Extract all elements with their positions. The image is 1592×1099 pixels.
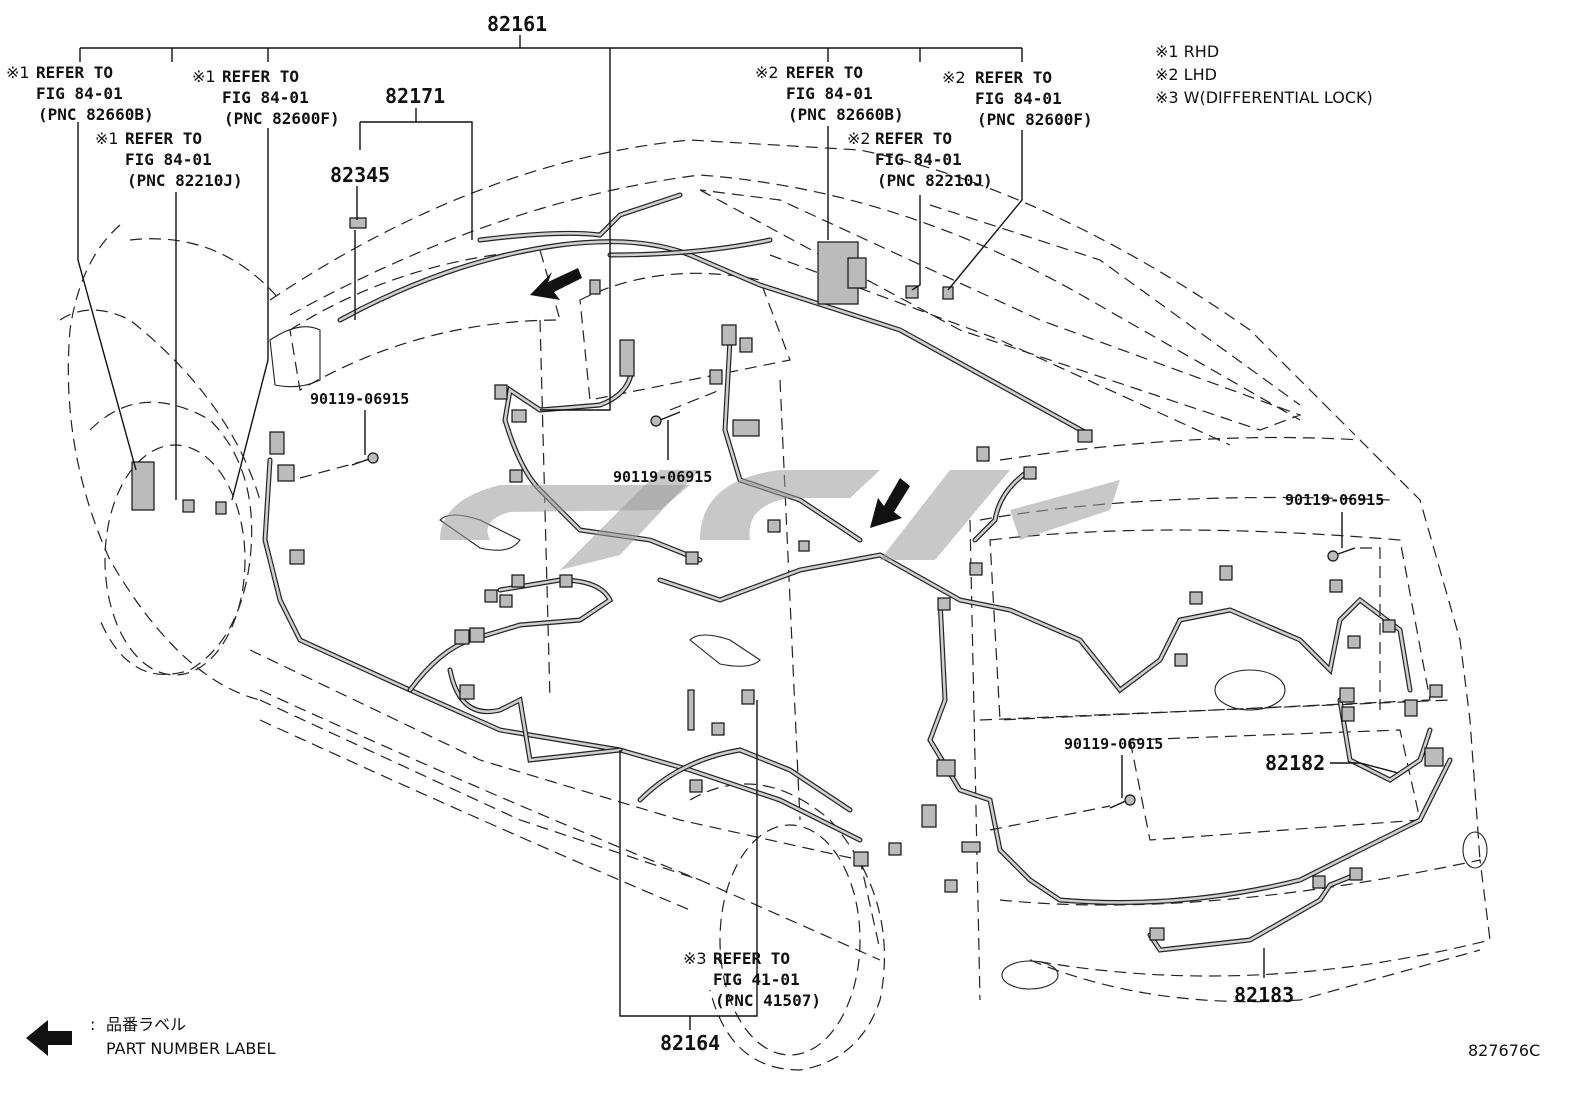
figure-id: 827676C — [1468, 1041, 1540, 1060]
svg-text:FIG 84-01: FIG 84-01 — [875, 150, 962, 169]
svg-text:REFER TO: REFER TO — [36, 63, 113, 82]
part-number-82345: 82345 — [330, 163, 390, 187]
bolt-number-4: 90119-06915 — [1285, 491, 1384, 509]
connectors — [131, 217, 1444, 941]
svg-text:※1: ※1 — [6, 63, 30, 82]
label-arrow-icons — [530, 268, 910, 528]
ref-note-rhd-82210j: ※1 REFER TO FIG 84-01 (PNC 82210J) — [95, 129, 243, 190]
part-number-82161: 82161 — [487, 12, 547, 36]
part-number-82183: 82183 — [1234, 983, 1294, 1007]
legend-notes: ※1 RHD ※2 LHD ※3 W(DIFFERENTIAL LOCK) — [1155, 42, 1373, 107]
svg-text:(PNC 82210J): (PNC 82210J) — [127, 171, 243, 190]
svg-text:FIG 84-01: FIG 84-01 — [222, 88, 309, 107]
svg-text:FIG 84-01: FIG 84-01 — [975, 89, 1062, 108]
svg-text:※3: ※3 — [683, 949, 707, 968]
svg-text:REFER TO: REFER TO — [875, 129, 952, 148]
leader-lines — [77, 35, 1399, 1030]
svg-text:(PNC 41507): (PNC 41507) — [715, 991, 821, 1010]
bolt-number-2: 90119-06915 — [613, 468, 712, 486]
part-number-82182: 82182 — [1265, 751, 1325, 775]
svg-text:FIG 84-01: FIG 84-01 — [36, 84, 123, 103]
ref-note-lhd-82660b: ※2 REFER TO FIG 84-01 (PNC 82660B) — [755, 63, 904, 124]
ref-note-rhd-82600f: ※1 REFER TO FIG 84-01 (PNC 82600F) — [192, 67, 340, 128]
svg-text::: : — [90, 1015, 95, 1034]
svg-text:REFER TO: REFER TO — [222, 67, 299, 86]
legend-rhd: ※1 RHD — [1155, 42, 1219, 61]
svg-text:REFER TO: REFER TO — [975, 68, 1052, 87]
svg-text:FIG 41-01: FIG 41-01 — [713, 970, 800, 989]
ref-note-lhd-82600f: ※2 REFER TO FIG 84-01 (PNC 82600F) — [942, 68, 1093, 129]
legend-lhd: ※2 LHD — [1155, 65, 1217, 84]
svg-text:※2: ※2 — [942, 68, 966, 87]
vehicle-body-outline — [59, 139, 1491, 1071]
label-key-en: PART NUMBER LABEL — [106, 1039, 275, 1058]
svg-text:※1: ※1 — [192, 67, 216, 86]
ref-note-diff-lock-41507: ※3 REFER TO FIG 41-01 (PNC 41507) — [683, 949, 821, 1010]
left-arrow-icon — [26, 1020, 72, 1056]
legend-diff-lock: ※3 W(DIFFERENTIAL LOCK) — [1155, 88, 1373, 107]
wiring-harness-paths — [262, 192, 1453, 953]
svg-text:(PNC 82660B): (PNC 82660B) — [788, 105, 904, 124]
svg-text:FIG 84-01: FIG 84-01 — [125, 150, 212, 169]
svg-text:※1: ※1 — [95, 129, 119, 148]
svg-text:REFER TO: REFER TO — [125, 129, 202, 148]
watermark-logo — [440, 470, 1120, 570]
svg-text:(PNC 82600F): (PNC 82600F) — [224, 109, 340, 128]
part-number-label-key: : 品番ラベル PART NUMBER LABEL — [26, 1015, 275, 1058]
bolt-number-3: 90119-06915 — [1064, 735, 1163, 753]
bolt-icons — [351, 411, 1356, 809]
ref-note-lhd-82210j: ※2 REFER TO FIG 84-01 (PNC 82210J) — [847, 129, 993, 190]
label-key-jp: 品番ラベル — [106, 1015, 186, 1034]
svg-text:※2: ※2 — [755, 63, 779, 82]
svg-text:FIG 84-01: FIG 84-01 — [786, 84, 873, 103]
svg-text:REFER TO: REFER TO — [786, 63, 863, 82]
part-number-82164: 82164 — [660, 1031, 720, 1055]
bolt-number-1: 90119-06915 — [310, 390, 409, 408]
part-number-82171: 82171 — [385, 84, 445, 108]
ref-note-rhd-82660b: ※1 REFER TO FIG 84-01 (PNC 82660B) — [6, 63, 154, 124]
svg-text:※2: ※2 — [847, 129, 871, 148]
svg-text:(PNC 82600F): (PNC 82600F) — [977, 110, 1093, 129]
svg-text:(PNC 82210J): (PNC 82210J) — [877, 171, 993, 190]
svg-text:REFER TO: REFER TO — [713, 949, 790, 968]
svg-text:(PNC 82660B): (PNC 82660B) — [38, 105, 154, 124]
